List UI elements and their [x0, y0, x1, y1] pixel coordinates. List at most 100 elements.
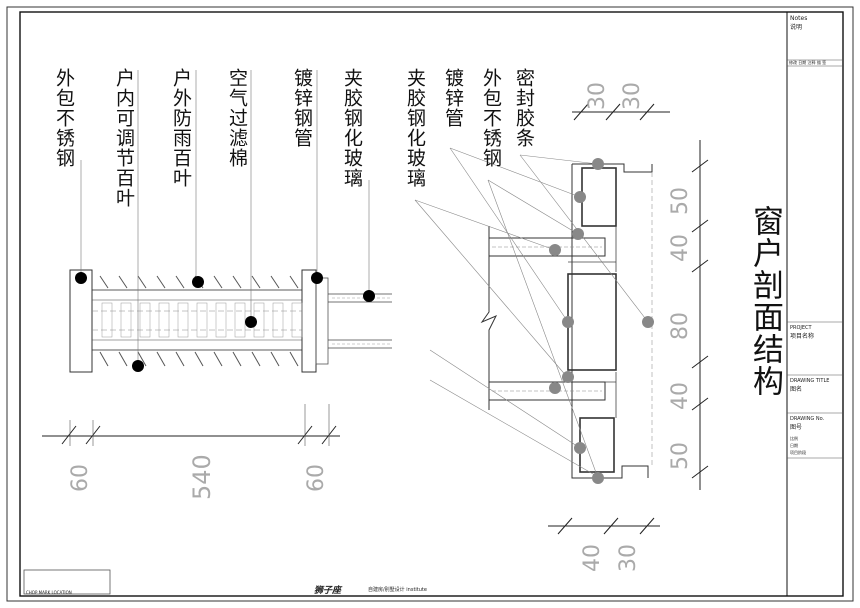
- louver-vane: [291, 302, 303, 338]
- louver-vane: [215, 302, 227, 338]
- louver-slat: [175, 351, 185, 367]
- louver-slat: [118, 351, 128, 367]
- louver-vane: [101, 302, 113, 338]
- dim-tick: [691, 465, 709, 479]
- leader: [519, 154, 649, 323]
- leader: [449, 147, 569, 323]
- louver-vane: [196, 302, 208, 338]
- dim-side-40b: 40: [668, 382, 693, 410]
- callout-dot: [592, 158, 604, 170]
- dim-left-60b: 60: [304, 464, 329, 492]
- dim-left-60a: 60: [68, 464, 93, 492]
- label-air-filter: 空气过滤棉: [226, 68, 248, 168]
- right-dots: [549, 158, 654, 484]
- left-leaders: [80, 70, 370, 366]
- callout-dot: [642, 316, 654, 328]
- label-r-galvanized: 镀锌管: [442, 68, 464, 128]
- tb-drawing-title-en: DRAWING TITLE: [790, 378, 830, 384]
- tb-notes-en: Notes: [790, 15, 808, 22]
- louver-slat: [232, 351, 242, 367]
- tb-scale-cn: 比例: [790, 436, 798, 441]
- dim-bottom-30: 30: [616, 544, 641, 572]
- break-line: [480, 226, 498, 410]
- louver-slat: [213, 351, 223, 367]
- louver-vane: [139, 302, 151, 338]
- louver-slat: [289, 275, 299, 289]
- callout-dot: [245, 316, 257, 328]
- dim-right-top-30b: 30: [620, 82, 645, 110]
- louver-slat: [175, 275, 185, 289]
- tb-drawing-no-cn: 图号: [790, 424, 803, 431]
- callout-dot: [574, 191, 586, 203]
- drawing-title: 窗户剖面结构: [747, 205, 783, 397]
- louver-slat: [194, 351, 204, 367]
- louver-slat: [213, 275, 223, 289]
- dim-side-80: 80: [668, 312, 693, 340]
- louver-slats: [99, 275, 303, 367]
- leader: [414, 199, 569, 379]
- louver-slat: [137, 275, 147, 289]
- leader: [519, 154, 599, 165]
- louver-vane: [158, 302, 170, 338]
- callout-dot: [192, 276, 204, 288]
- leader: [487, 179, 599, 479]
- tb-project-en: PROJECT: [790, 325, 812, 331]
- right-leaders: [414, 147, 649, 479]
- callout-dot: [562, 371, 574, 383]
- callout-dot: [311, 272, 323, 284]
- leader: [487, 179, 579, 235]
- dim-bottom-40: 40: [580, 544, 605, 572]
- footer-brand: 狮子座: [314, 586, 342, 596]
- callout-dot: [363, 290, 375, 302]
- tb-notes-cn: 说明: [790, 24, 803, 31]
- callout-dot: [574, 442, 586, 454]
- callout-dot: [132, 360, 144, 372]
- louver-slat: [118, 275, 128, 289]
- callout-dot: [562, 316, 574, 328]
- footer-stamp: CHOP MARK LOCATION: [26, 590, 72, 595]
- dim-tick: [691, 259, 709, 273]
- callout-dot: [549, 382, 561, 394]
- callout-dot: [572, 228, 584, 240]
- leader: [414, 199, 556, 251]
- label-r-sealing-strip: 密封胶条: [513, 68, 535, 148]
- dim-tick: [557, 517, 573, 535]
- tb-stage-cn: 项目阶段: [790, 450, 806, 455]
- tb-drawing-no-en: DRAWING No.: [790, 416, 825, 422]
- dim-tick: [691, 159, 709, 173]
- label-r-laminated-glass: 夹胶钢化玻璃: [404, 68, 426, 188]
- dim-tick: [639, 103, 655, 121]
- top-tube: [581, 167, 617, 227]
- dim-tick: [691, 219, 709, 233]
- frame-outline: [571, 164, 649, 479]
- leader: [429, 379, 601, 479]
- dim-side-50b: 50: [668, 442, 693, 470]
- left-dots: [75, 272, 375, 372]
- louver-slat: [137, 351, 147, 367]
- leader: [449, 147, 581, 198]
- label-outdoor-louver: 户外防雨百叶: [170, 68, 192, 188]
- dim-tick: [61, 425, 77, 445]
- label-outer-stainless: 外包不锈钢: [53, 68, 75, 168]
- label-r-stainless: 外包不锈钢: [480, 68, 502, 168]
- right-frame: [301, 269, 317, 373]
- left-section: [69, 269, 392, 373]
- louver-slat: [251, 275, 261, 289]
- louver-slat: [156, 351, 166, 367]
- dim-right-top-30a: 30: [585, 82, 610, 110]
- louver-vane: [272, 302, 284, 338]
- louver-vane: [177, 302, 189, 338]
- dim-tick: [605, 103, 621, 121]
- louver-slat: [251, 351, 261, 367]
- callout-dot: [549, 244, 561, 256]
- inner-border: [19, 11, 844, 597]
- label-galvanized-pipe: 镀锌钢管: [291, 68, 313, 148]
- callout-dot: [592, 472, 604, 484]
- label-indoor-louver: 户内可调节百叶: [113, 68, 135, 208]
- dim-tick: [639, 517, 655, 535]
- frame-outline-top: [572, 163, 653, 173]
- louver-slat: [270, 351, 280, 367]
- left-cladding: [69, 269, 93, 373]
- dim-side-40a: 40: [668, 234, 693, 262]
- right-section: [480, 163, 653, 479]
